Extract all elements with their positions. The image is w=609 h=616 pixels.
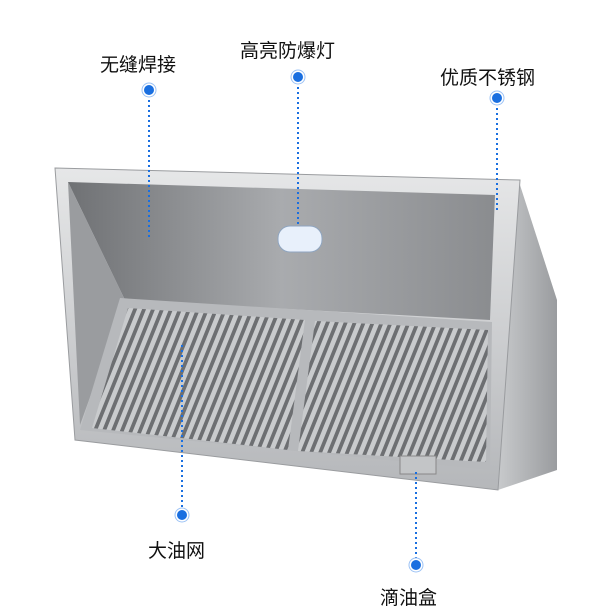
grease-filter-right [298, 321, 488, 462]
hood-interior [68, 182, 495, 320]
label-seamless-welding: 无缝焊接 [100, 54, 177, 76]
oil-drip-tray-box [399, 455, 437, 475]
callout-dots [141, 69, 505, 573]
explosion-proof-light [277, 225, 323, 253]
label-explosion-proof-light: 高亮防爆灯 [240, 40, 336, 62]
dot-seamless-welding [141, 82, 157, 98]
dot-drip [408, 557, 424, 573]
label-oil-drip-tray: 滴油盒 [380, 587, 438, 609]
grease-filter-left [92, 308, 305, 450]
dot-light [290, 69, 306, 85]
hood-left-wall [68, 182, 125, 425]
label-stainless-steel: 优质不锈钢 [440, 67, 536, 89]
dot-filter [174, 507, 190, 523]
dot-stainless [489, 90, 505, 106]
callout-lines [148, 82, 498, 560]
label-grease-filter: 大油网 [148, 540, 206, 562]
